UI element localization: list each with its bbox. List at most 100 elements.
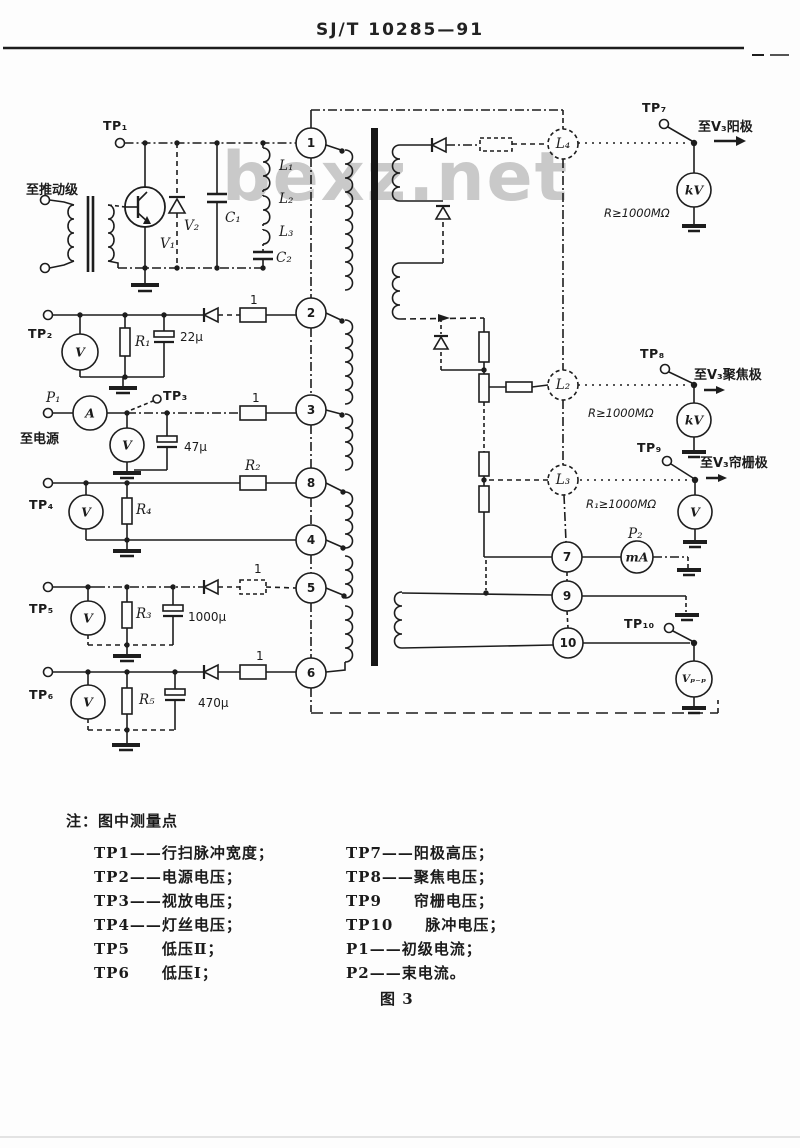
- tp7-branch: [578, 118, 746, 233]
- tp4-row: [42, 475, 296, 558]
- to-anode-annotation: 至V₃阳极: [698, 120, 753, 135]
- tp5-label: TP₅: [29, 601, 54, 616]
- l3-circle-label: L₃: [555, 472, 571, 488]
- pulse-winding: [393, 591, 713, 715]
- p1-tp3-row: [42, 394, 296, 480]
- cap-1000u-label: 1000μ: [188, 610, 227, 624]
- voltmeter-tp3: V: [122, 437, 132, 453]
- cap-22u-label: 22μ: [180, 330, 203, 344]
- v1-label: V₁: [160, 236, 176, 252]
- tp1-node: [114, 137, 296, 149]
- note-tp8: TP8——聚焦电压；: [346, 868, 494, 886]
- pin-5: 5: [306, 581, 316, 595]
- v2-label: V₂: [184, 218, 200, 234]
- c1-label: C₁: [225, 210, 241, 226]
- capacitor-c1: [207, 143, 227, 268]
- output-bus: [547, 128, 584, 659]
- divider-chain: [478, 318, 552, 596]
- lc-branch: [253, 143, 273, 268]
- pin-1: 1: [306, 136, 316, 150]
- tp4-label: TP₄: [29, 497, 54, 512]
- transistor-v1: [124, 143, 166, 268]
- bottom-rule: [0, 1136, 800, 1138]
- p2-label: P₂: [628, 526, 643, 542]
- note-tp7: TP7——阳极高压；: [346, 844, 494, 862]
- l4-circle-label: L₄: [555, 136, 571, 152]
- pin-10: 10: [559, 636, 577, 650]
- series-r-label-3: 1: [254, 562, 262, 576]
- primary-pin-bus: [295, 109, 564, 689]
- tp9-label: TP₉: [637, 440, 662, 455]
- tp6-label: TP₆: [29, 687, 54, 702]
- flyback-core-and-primary: [325, 128, 378, 673]
- r-min-focus: R≥1000MΩ: [588, 406, 654, 420]
- voltmeter-tp4: V: [81, 504, 91, 520]
- tp2-row: [42, 306, 296, 395]
- figure-caption: 图 3: [380, 990, 414, 1008]
- to-driver-annotation: 至推动级: [26, 183, 79, 198]
- header-rule: [3, 46, 789, 56]
- tp3-label: TP₃: [163, 388, 188, 403]
- series-r-label-1: 1: [250, 293, 258, 307]
- r1-label: R₁: [135, 334, 151, 350]
- to-focus-annotation: 至V₃聚焦极: [694, 368, 762, 383]
- l1-label: L₁: [279, 158, 294, 174]
- to-power-annotation: 至电源: [20, 432, 60, 447]
- voltmeter-tp6: V: [83, 694, 93, 710]
- l2-label: L₂: [279, 191, 294, 207]
- pin-8: 8: [306, 476, 316, 490]
- note-tp5: TP5 低压Ⅱ；: [94, 940, 224, 958]
- return-line: [310, 688, 719, 714]
- r-min-anode: R≥1000MΩ: [604, 206, 670, 220]
- pin-3: 3: [306, 403, 316, 417]
- emitter-rail: [118, 265, 266, 293]
- note-p1: P1——初级电流；: [346, 940, 482, 958]
- note-p2: P2——束电流。: [346, 964, 466, 982]
- r3-label: R₃: [136, 606, 152, 622]
- r-min-screen: R₁≥1000MΩ: [586, 497, 657, 511]
- voltmeter-tp5: V: [83, 610, 93, 626]
- tp8-branch: [578, 363, 725, 459]
- cap-470u-label: 470μ: [198, 696, 229, 710]
- r4-label: R₄: [136, 502, 152, 518]
- tp7-label: TP₇: [642, 100, 667, 115]
- watermark-text: bexz.net: [222, 138, 570, 217]
- tp2-label: TP₂: [28, 326, 53, 341]
- kv-meter-tp8: kV: [684, 412, 704, 428]
- to-screen-annotation: 至V₃帘栅极: [700, 456, 768, 471]
- zener-v2: [167, 143, 187, 268]
- pin-2: 2: [306, 306, 316, 320]
- note-tp4: TP4——灯丝电压；: [94, 916, 242, 934]
- input-transformer: [39, 194, 126, 274]
- p2-branch: [582, 540, 701, 577]
- vpp-meter-tp10: Vₚ₋ₚ: [681, 673, 707, 685]
- note-tp1: TP1——行扫脉冲宽度；: [94, 844, 274, 862]
- r2-label: R₂: [245, 458, 261, 474]
- series-r-label-4: 1: [256, 649, 264, 663]
- tp9-branch: [580, 455, 727, 549]
- ammeter-p1: A: [85, 405, 95, 421]
- tp5-row: [42, 578, 297, 663]
- cap-47u-label: 47μ: [184, 440, 207, 454]
- pin-7: 7: [562, 550, 572, 564]
- r5-label: R₅: [139, 692, 155, 708]
- tp10-label: TP₁₀: [624, 616, 655, 631]
- note-tp10: TP10 脉冲电压；: [346, 916, 506, 934]
- ma-meter-p2: mA: [625, 549, 649, 565]
- pin-9: 9: [562, 589, 572, 603]
- series-r-label-2: 1: [252, 391, 260, 405]
- l3-label: L₃: [279, 224, 294, 240]
- standard-number: SJ/T 10285—91: [315, 20, 485, 40]
- voltmeter-tp2: V: [75, 344, 85, 360]
- note-tp3: TP3——视放电压；: [94, 892, 242, 910]
- tp6-row: [42, 663, 296, 752]
- l2-circle-label: L₂: [555, 377, 571, 393]
- pin-4: 4: [306, 533, 316, 547]
- note-tp2: TP2——电源电压；: [94, 868, 242, 886]
- c2-label: C₂: [276, 250, 292, 266]
- note-tp9: TP9 帘栅电压；: [346, 892, 494, 910]
- pin-6: 6: [306, 666, 316, 680]
- notes-title: 注：图中测量点: [66, 812, 179, 830]
